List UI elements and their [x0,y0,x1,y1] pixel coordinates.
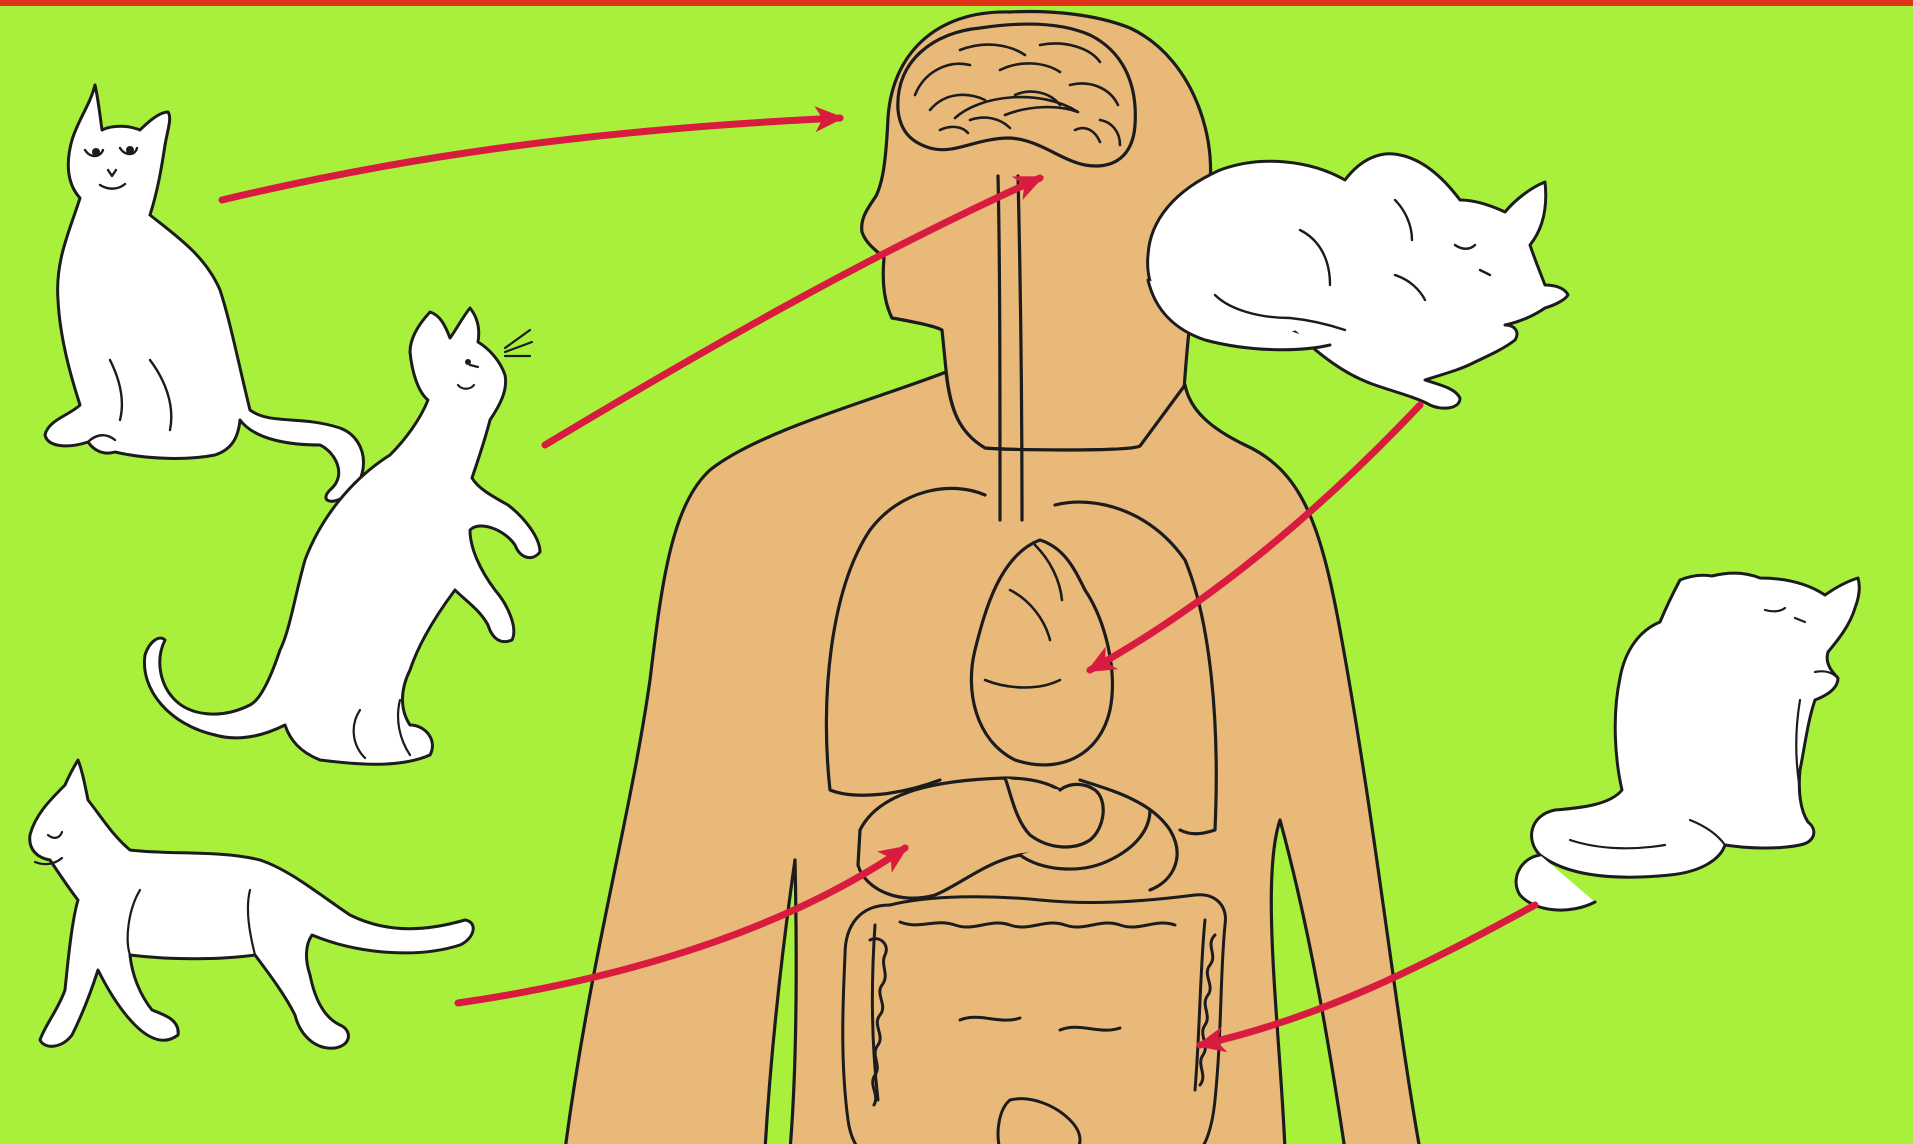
top-band [0,0,1913,6]
